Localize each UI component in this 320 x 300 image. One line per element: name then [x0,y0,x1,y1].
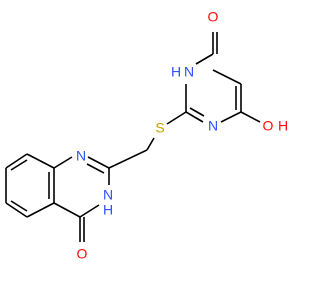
bond-c2-n1-double [189,107,205,117]
bond-cq2-n1q [87,156,110,169]
oxygen-top-label: O [208,9,219,25]
bond-c6-oh [240,111,261,123]
nitrogen-pyrimidine-label: N [208,118,218,134]
bond-c8a-c8 [26,153,55,169]
sulfur-bridge-label: S [155,120,164,136]
atom-labels: O H N N S O H N N H O [76,9,288,262]
bond-c4q-n3q [79,204,100,218]
bond-n1q-c8a [53,156,73,169]
hydrogen-pyrimidine-label: H [171,64,181,80]
bond-c6-c5b [5,202,28,218]
bond-c8-c7-double [10,159,28,171]
bond-c5b-c4a [26,202,55,218]
hydroxyl-oxygen-label: O [263,118,274,134]
bond-c8-c7 [5,153,28,169]
bond-ch2-cq2 [108,149,148,169]
bond-c4a-c4q [53,202,81,218]
background [0,0,300,300]
oxygen-bottom-label: O [77,246,88,262]
bond-c2-n1 [185,111,204,123]
nitrogen-quinazoline-label: N [76,148,86,164]
bond-c2-s [166,111,187,125]
hydroxyl-hydrogen-label: H [278,118,288,134]
nitrogen-pyrimidine-nh-label: N [184,64,194,80]
bond-n1-c6 [220,111,242,123]
molecule-diagram: O H N N S O H N N H O [0,0,300,300]
bond-s-ch2 [146,137,155,151]
bond-c5-c4 [212,69,242,85]
bonds [5,32,261,242]
bond-cq2-n1q-double [86,163,105,174]
bond-c6-c5b-double [10,200,28,212]
bond-c4-n3 [195,53,214,65]
hydrogen-quinazoline-label: H [103,202,113,218]
nitrogen-quinazoline-nh-label: N [103,187,113,203]
